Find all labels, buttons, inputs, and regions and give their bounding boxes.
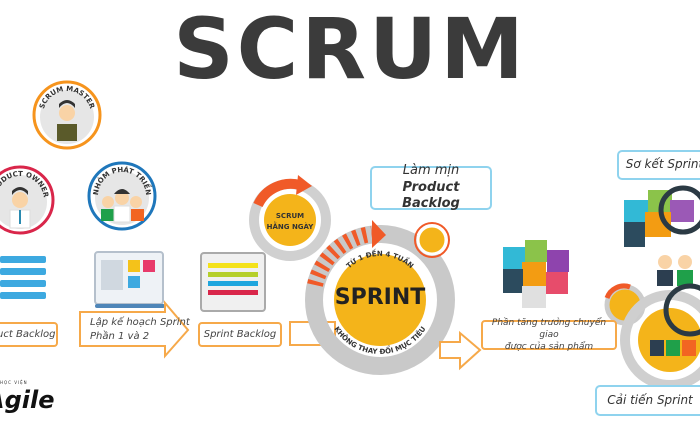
daily-scrum-label: SCRUM xyxy=(276,212,304,220)
product-owner-avatar xyxy=(0,165,55,235)
sprint-planning-arrow xyxy=(79,300,190,359)
increment-cube-icon xyxy=(503,240,569,308)
dev-team-avatar xyxy=(87,161,157,231)
increment-line2: được của sản phẩm xyxy=(504,342,594,353)
sprint-cycle-icon xyxy=(305,220,455,375)
daily-scrum-cycle-icon xyxy=(249,175,331,261)
logo-small-text: HỌC VIỆN xyxy=(0,380,28,385)
product-backlog-label: Product Backlog xyxy=(0,322,58,347)
sprint-planning-label: Lập kế hoạch Sprint Phần 1 và 2 xyxy=(90,316,190,344)
scrum-master-avatar xyxy=(32,80,102,150)
refinement-icon xyxy=(416,224,448,256)
sprint-backlog-label: Sprint Backlog xyxy=(198,322,282,347)
increment-line1: Phần tăng trưởng chuyển giao xyxy=(491,317,607,340)
daily-scrum-label: HẰNG NGÀY xyxy=(267,221,315,231)
refinement-ring-icon xyxy=(414,222,450,258)
sprint-label: SPRINT xyxy=(335,285,426,310)
sprint-review-icon xyxy=(624,185,700,286)
sprint-planning-line2: Phần 1 và 2 xyxy=(90,331,150,342)
product-backlog-icon xyxy=(0,256,46,299)
sprint-review-label: Sơ kết Sprint xyxy=(617,150,700,180)
refinement-line2: Product Backlog xyxy=(402,179,460,212)
sprint-backlog-icon xyxy=(200,252,266,312)
sprint-planning-line1: Lập kế hoạch Sprint xyxy=(90,317,190,328)
retrospective-icon xyxy=(604,283,700,390)
increment-label: Phần tăng trưởng chuyển giao được của sả… xyxy=(481,317,617,353)
flow-arrow xyxy=(439,330,482,371)
logo-text: Agile xyxy=(0,386,55,414)
refinement-line1: Làm mịn xyxy=(402,162,460,178)
retrospective-label: Cải tiến Sprint xyxy=(595,385,700,416)
refinement-label: Làm mịn Product Backlog xyxy=(370,162,492,211)
page-title: SCRUM xyxy=(173,0,527,98)
sprint-planning-doc-icon xyxy=(94,251,165,308)
logo: HỌC VIỆN Agile xyxy=(0,380,54,414)
